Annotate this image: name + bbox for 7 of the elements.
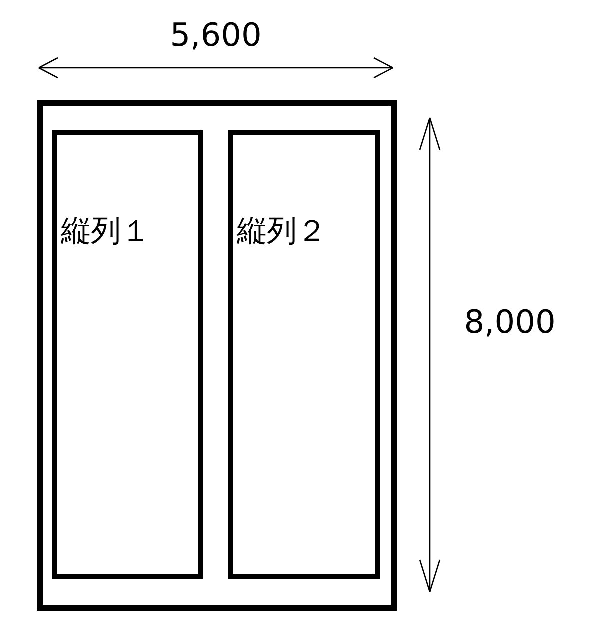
column-label: 縦列２ (237, 213, 327, 251)
column-label: 縦列１ (61, 213, 151, 251)
column-box (228, 130, 380, 579)
column-box (52, 130, 203, 579)
dimension-label: 8,000 (464, 303, 556, 341)
outer-frame (37, 100, 397, 611)
dimension-label: 5,600 (170, 16, 262, 54)
